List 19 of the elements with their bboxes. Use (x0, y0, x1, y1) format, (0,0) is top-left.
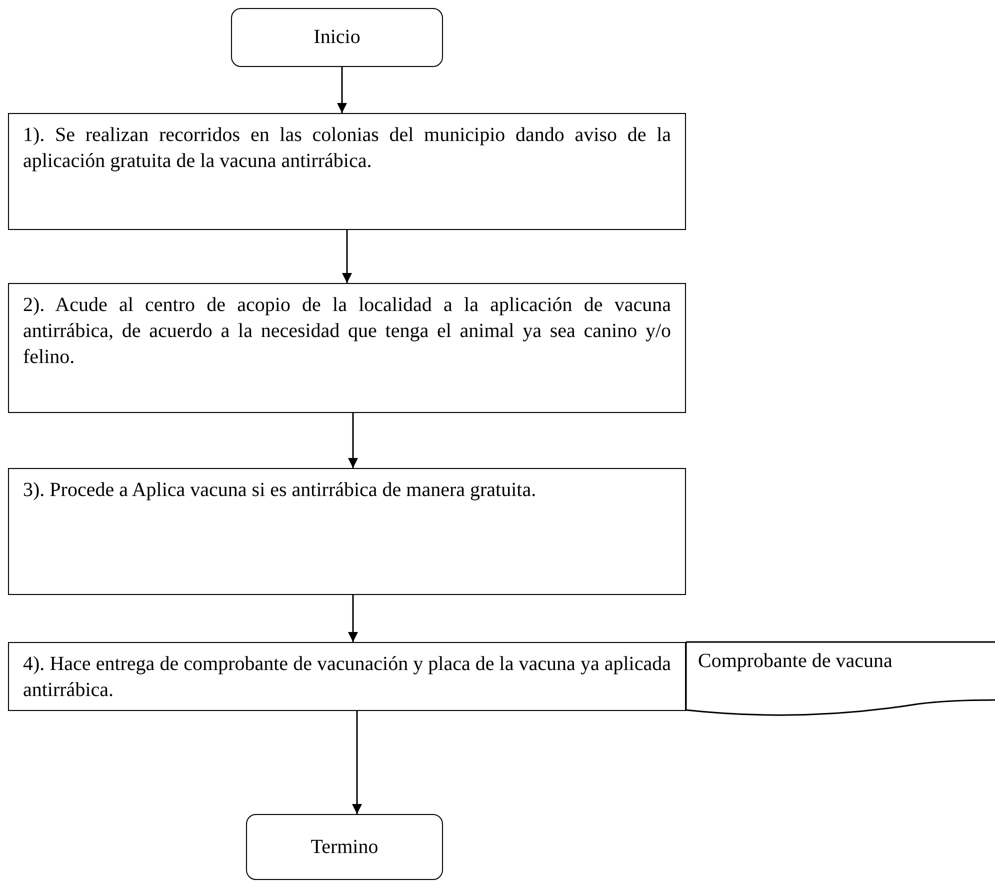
step-text: 2). Acude al centro de acopio de la localidad a la aplicación de vacuna antirrábica, de acuerdo a la necesidad que tenga el animal ya sea canino y/o felino. (23, 293, 671, 370)
arrow (342, 230, 352, 283)
arrow (348, 413, 358, 468)
step-text: 1). Se realizan recorridos en las colonias del municipio dando aviso de la aplicación gratuita de la vacuna antirrábica. (23, 123, 671, 174)
arrow (337, 67, 347, 113)
step-text: 4). Hace entrega de comprobante de vacunación y placa de la vacuna ya aplicada antirrábica. (23, 652, 671, 703)
terminal-box (246, 814, 443, 880)
terminal-label: Termino (310, 836, 378, 858)
process-box (8, 468, 686, 595)
terminal-box (231, 8, 443, 67)
process-box (8, 283, 686, 413)
process-box (8, 642, 686, 711)
process-box (8, 113, 686, 230)
document-label: Comprobante de vacuna (698, 650, 892, 672)
document-shape (686, 642, 995, 718)
step-text: 3). Procede a Aplica vacuna si es antirrábica de manera gratuita. (23, 478, 538, 503)
terminal-label: Inicio (314, 26, 360, 49)
arrow (352, 711, 362, 814)
arrow (348, 595, 358, 642)
